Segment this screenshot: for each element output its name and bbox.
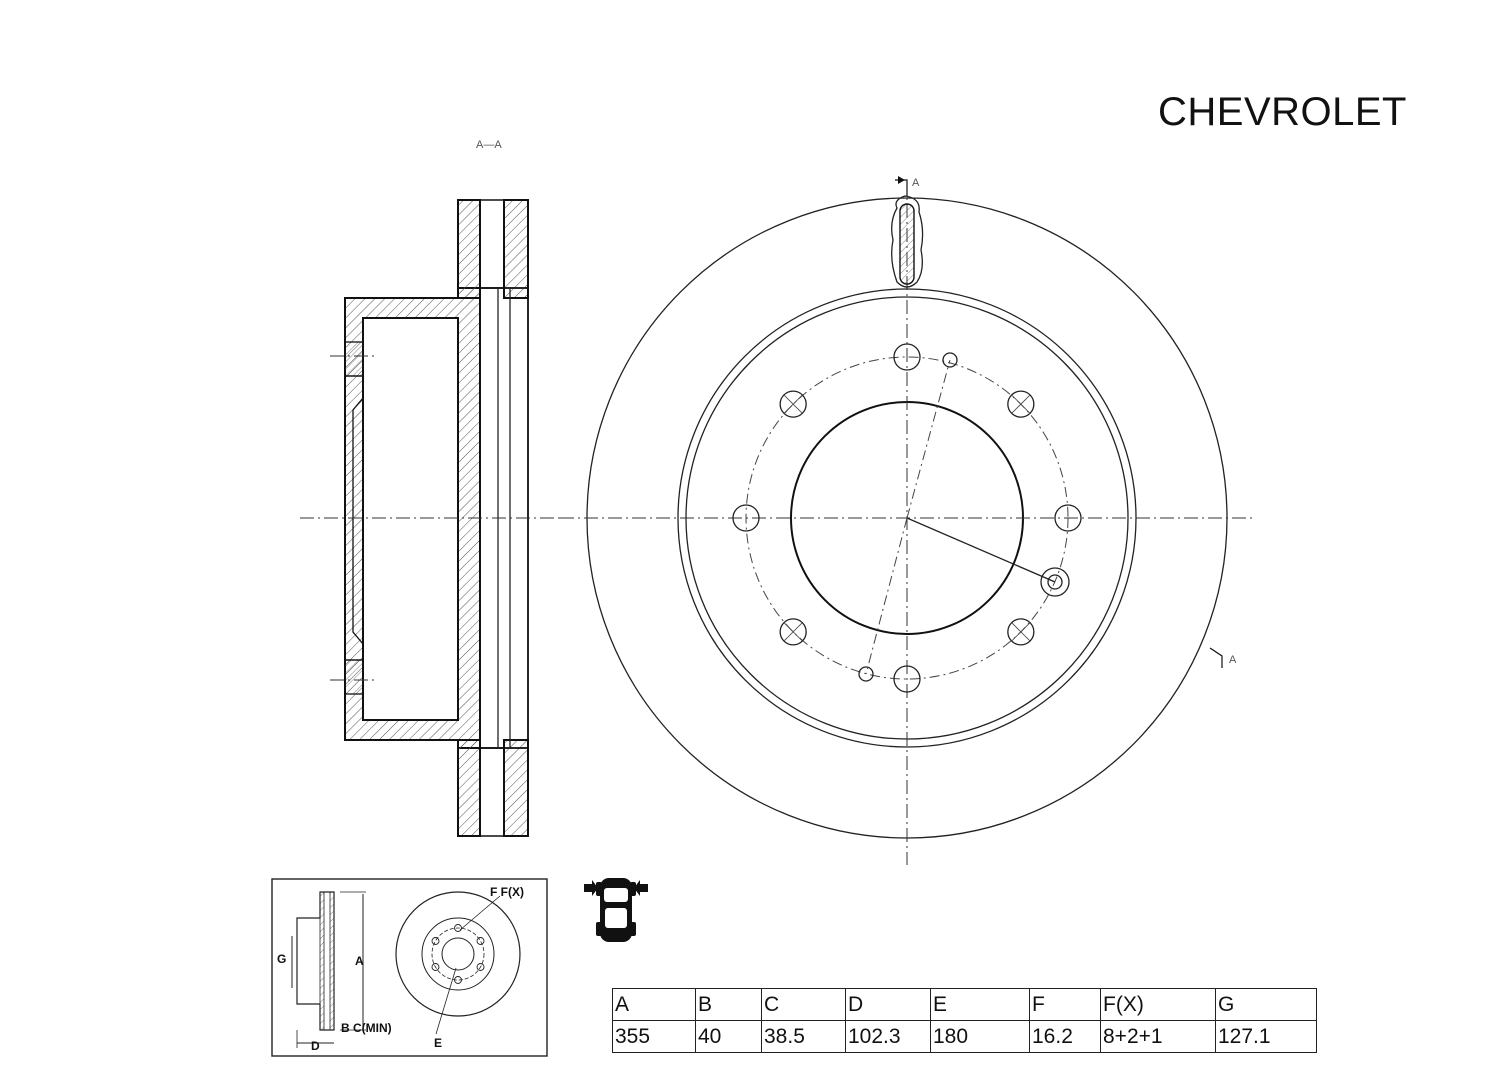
- mini-bolt-hole: [454, 976, 462, 984]
- section-view-label: A—A: [476, 139, 502, 151]
- key-label-a: A: [355, 954, 364, 968]
- table-value-row: 355 40 38.5 102.3 180 16.2 8+2+1 127.1: [612, 1020, 1317, 1053]
- brand-title: CHEVROLET: [1158, 90, 1407, 134]
- hub-pilot-top: [344, 341, 364, 377]
- dimension-key-diagram: G A B C(MIN) D F F(X) E: [271, 878, 548, 1057]
- value-cell: 38.5: [761, 1020, 846, 1053]
- friction-plate-left-bottom: [457, 739, 481, 837]
- cut-marker-top: A: [912, 177, 920, 189]
- key-label-d: D: [311, 1039, 320, 1053]
- screw-hole-ring: [1040, 567, 1070, 597]
- bolt-hole: [1054, 504, 1082, 532]
- bolt-hole: [732, 504, 760, 532]
- value-cell: 355: [612, 1020, 696, 1053]
- friction-plate-left: [457, 199, 481, 299]
- header-cell: B: [695, 988, 762, 1021]
- locator-hole-top: [942, 352, 958, 368]
- car-rear-axle-icon: [584, 878, 648, 942]
- value-cell: 102.3: [845, 1020, 931, 1053]
- table-header-row: A B C D E F F(X) G: [612, 988, 1317, 1021]
- locator-hole-bottom: [858, 666, 874, 682]
- mini-bolt-hole: [476, 963, 485, 971]
- mini-bolt-hole: [476, 937, 485, 945]
- header-cell: F(X): [1100, 988, 1216, 1021]
- key-label-f: F F(X): [490, 885, 524, 899]
- front-view: A A: [560, 176, 1255, 865]
- bolt-hole: [1007, 618, 1035, 646]
- cut-marker-right: A: [1229, 654, 1237, 666]
- header-cell: C: [761, 988, 846, 1021]
- header-cell: D: [845, 988, 931, 1021]
- key-label-e: E: [434, 1036, 442, 1050]
- friction-plate-right: [503, 199, 529, 299]
- screw-hole: [1047, 574, 1063, 590]
- bolt-hole: [779, 390, 807, 418]
- wheel-bolt-holes: [732, 343, 1082, 693]
- value-cell: 8+2+1: [1100, 1020, 1216, 1053]
- value-cell: 16.2: [1029, 1020, 1101, 1053]
- bolt-hole: [893, 343, 921, 371]
- bolt-hole: [1007, 390, 1035, 418]
- key-label-g: G: [277, 952, 286, 966]
- bolt-hole: [779, 618, 807, 646]
- hub-pilot-bottom: [344, 659, 364, 695]
- hat-section: [344, 287, 481, 749]
- value-cell: 127.1: [1215, 1020, 1317, 1053]
- spec-table: A B C D E F F(X) G 355 40 38.5 102.3 180…: [612, 988, 1317, 1053]
- mini-bolt-hole: [454, 924, 462, 932]
- mini-bolt-hole: [431, 963, 440, 971]
- value-cell: 180: [930, 1020, 1030, 1053]
- header-cell: F: [1029, 988, 1101, 1021]
- value-cell: 40: [695, 1020, 762, 1053]
- mini-bolt-hole: [431, 937, 440, 945]
- header-cell: G: [1215, 988, 1317, 1021]
- wear-slot: [899, 203, 915, 285]
- key-frame: [271, 878, 548, 1057]
- header-cell: A: [612, 988, 696, 1021]
- wear-slot-outline: [891, 195, 924, 288]
- key-label-b-c: B C(MIN): [341, 1021, 392, 1035]
- section-view: A—A: [300, 139, 560, 837]
- header-cell: E: [930, 988, 1030, 1021]
- friction-plate-right-bottom: [503, 739, 529, 837]
- bolt-hole: [893, 665, 921, 693]
